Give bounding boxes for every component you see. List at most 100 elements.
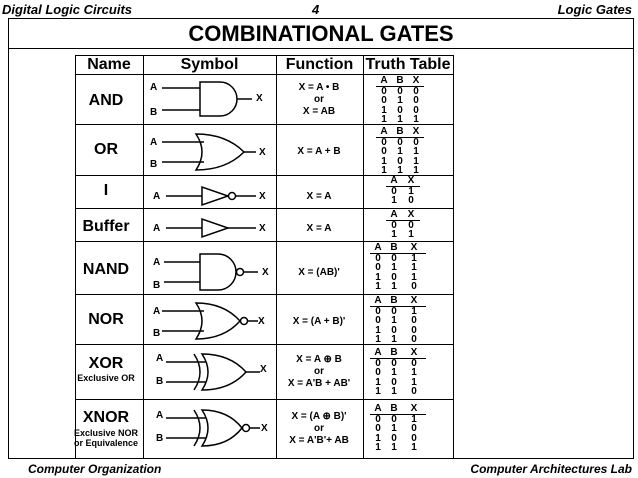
tt-cell: 0 [411,324,417,336]
gate-subtitle-xor: Exclusive OR [77,373,135,383]
gate-name-nor: NOR [88,311,124,328]
output-label: X [260,364,267,375]
tt-cell: 1 [391,442,397,453]
function-line: X = A [306,191,332,202]
tt-cell: 0 [391,413,397,425]
tt-cell: 0 [381,136,387,148]
input-a-label: A [156,410,164,421]
tt-head: X [408,127,424,138]
function-line: X = AB [302,106,336,117]
xnor-gate-symbol [166,409,260,447]
tt-cell: 1 [375,386,381,397]
tt-cell: 1 [391,262,397,273]
tt-cell: 1 [391,195,397,206]
input-b-label: B [156,376,164,387]
input-a-label: A [156,353,164,364]
tt-cell: 0 [391,357,397,369]
tt-cell: 0 [413,104,419,116]
tt-head: X [402,176,420,187]
tt-cell: 0 [375,315,381,326]
tt-cell: 1 [391,229,397,240]
function-or: or [314,366,324,377]
row-rule [75,294,453,295]
col-divider-3 [363,55,364,458]
function-line: X = A'B + AB' [287,378,351,389]
tt-cell: 1 [381,114,387,125]
tt-cell: 0 [408,219,414,231]
tt-cell: 1 [375,281,381,292]
tt-cell: 0 [375,413,381,425]
tt-head: B [392,127,408,138]
table-top [75,55,453,56]
tt-cell: 0 [375,262,381,273]
row-rule [75,175,453,176]
tt-head: X [402,243,426,254]
row-rule [75,208,453,209]
gate-name-and: AND [88,92,124,109]
row-rule [75,344,453,345]
tt-cell: 0 [413,136,419,148]
function-line: X = A + B [297,146,341,157]
input-b-label: B [153,328,161,339]
gate-name-or: OR [94,141,118,158]
tt-cell: 1 [411,413,417,425]
nand-gate-symbol [164,253,258,291]
page-title: COMBINATIONAL GATES [8,18,634,48]
tt-head: A [386,176,402,187]
tt-cell: 1 [381,104,387,116]
tt-cell: 0 [411,281,417,292]
tt-cell: 1 [397,95,403,106]
nor-gate-symbol [162,302,258,340]
gate-name-nand: NAND [82,261,130,278]
frame-bottom [8,458,634,459]
tt-cell: 1 [381,155,387,167]
tt-head: B [386,243,402,254]
tt-cell: 1 [411,262,417,273]
row-rule [75,241,453,242]
gate-name-xnor: XNOR [82,409,130,426]
tt-cell: 0 [375,423,381,434]
tt-cell: 0 [397,155,403,167]
tt-head: A [370,243,386,254]
tt-cell: 0 [408,195,414,206]
tt-head: A [370,296,386,307]
output-label: X [259,147,266,158]
output-label: X [262,267,269,278]
tt-cell: 1 [413,146,419,157]
and-gate-symbol [162,81,252,117]
function-or: or [314,423,324,434]
gate-name-xor: XOR [88,355,124,372]
course-title: Digital Logic Circuits [2,2,133,17]
tt-cell: 1 [413,155,419,167]
tt-cell: 0 [411,432,417,444]
tt-cell: 0 [381,146,387,157]
tt-cell: 0 [375,357,381,369]
input-b-label: B [153,280,161,291]
input-a-label: A [153,257,161,268]
tt-cell: 0 [411,357,417,369]
function-line: X = A ⊕ B [296,354,342,365]
col-header-truth-table: Truth Table [365,56,451,73]
tt-cell: 1 [397,114,403,125]
table-right [453,55,454,458]
tt-cell: 0 [381,95,387,106]
tt-cell: 0 [391,376,397,388]
tt-cell: 0 [397,85,403,97]
gate-subtitle-equivalence: or Equivalence [73,438,139,448]
tt-cell: 0 [411,315,417,326]
tt-cell: 1 [391,367,397,378]
input-a-label: A [153,191,161,202]
function-or: or [314,94,324,105]
output-label: X [258,316,265,327]
tt-cell: 1 [375,442,381,453]
col-header-function: Function [285,56,354,73]
tt-cell: 1 [391,386,397,397]
frame-left [8,18,9,458]
tt-cell: 1 [375,334,381,345]
row-rule [75,399,453,400]
tt-cell: 1 [411,367,417,378]
